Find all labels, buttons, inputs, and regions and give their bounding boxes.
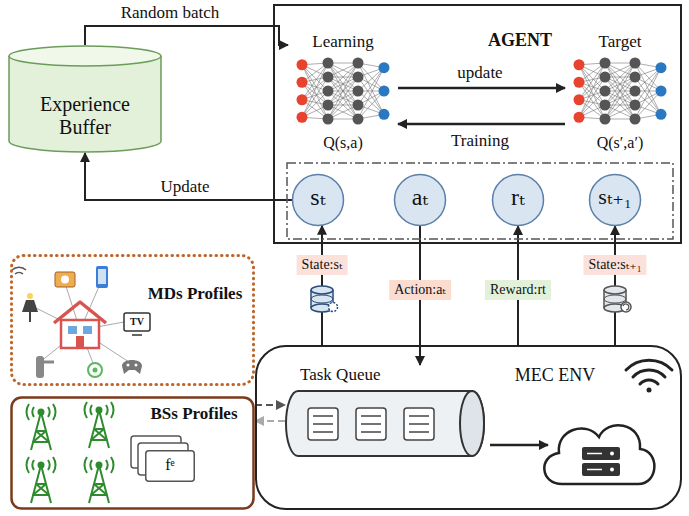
flow-arrow <box>85 26 288 45</box>
transition-frame <box>287 163 673 239</box>
arrow-label: Random batch <box>119 3 222 23</box>
wifi-symbol <box>626 360 672 392</box>
database-icon <box>311 286 338 312</box>
node-label: Q(s,a) <box>288 134 398 152</box>
arrow-label: Reward:rt <box>485 280 551 300</box>
node-label: BSs Profiles <box>136 404 252 424</box>
node-label: MDs Profiles <box>138 284 252 304</box>
arrow-label: update <box>455 63 504 83</box>
cloud-server-icon <box>544 425 654 484</box>
experience-buffer: Experience Buffer <box>8 45 162 153</box>
node-label: Experience Buffer <box>25 93 145 139</box>
queue-to-cloud-arrow <box>490 444 548 447</box>
action-circle: aₜ <box>393 173 447 227</box>
node-label: aₜ <box>393 184 447 212</box>
mec-environment: MEC ENV Task Queue <box>255 345 682 510</box>
node-label: fᵉ <box>145 456 195 474</box>
node-label: Learning <box>288 32 398 52</box>
arrow-label: State:sₜ <box>297 255 348 275</box>
node-label: MEC ENV <box>495 365 615 386</box>
node-label: Task Queue <box>300 365 420 385</box>
arrow-label: Update <box>158 177 211 197</box>
node-label: AGENT <box>445 30 595 51</box>
bs-profiles-box: BSs Profiles fᵉ <box>10 396 255 510</box>
arrow-label: State:sₜ₊₁ <box>583 255 646 275</box>
agent-box: AGENT LearningQ(s,a) TargetQ(s′,a′) sₜ aₜ rₜ s… <box>273 4 682 244</box>
node-label: sₜ₊₁ <box>588 184 642 209</box>
arrow-label: Training <box>449 131 511 151</box>
neural-network-icon <box>574 58 667 125</box>
database-icon <box>604 286 631 312</box>
learning-network: LearningQ(s,a) <box>288 32 398 160</box>
flow-arrow <box>255 420 285 422</box>
frequency-card: fᵉ <box>145 450 195 482</box>
task-queue-fill <box>286 391 484 456</box>
mobile-devices-illustration <box>12 266 150 378</box>
flow-arrow <box>255 404 285 406</box>
node-label: rₜ <box>491 184 545 212</box>
flow-arrow <box>398 123 565 126</box>
arrow-label: Action:aₜ <box>389 280 451 300</box>
target-network: TargetQ(s′,a′) <box>565 32 675 160</box>
task-queue: Task Queue <box>285 365 485 457</box>
flow-arrow <box>398 87 565 90</box>
base-station-towers <box>26 402 113 503</box>
neural-network-icon <box>297 58 390 125</box>
flow-arrow <box>85 153 292 200</box>
state-circle: sₜ <box>291 173 345 227</box>
node-label: Target <box>565 32 675 52</box>
reward-circle: rₜ <box>491 173 545 227</box>
next-state-circle: sₜ₊₁ <box>588 173 642 227</box>
node-label: Q(s′,a′) <box>565 134 675 152</box>
node-label: sₜ <box>291 184 345 212</box>
device-label: TV <box>130 316 144 328</box>
